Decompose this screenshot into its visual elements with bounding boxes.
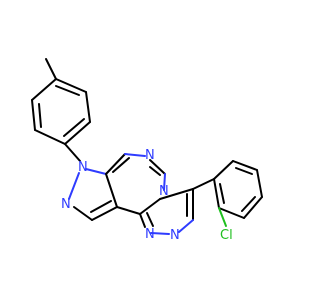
pyrimidine-double-1 — [112, 157, 130, 173]
atom-label-n-triazole-2: N — [170, 228, 180, 243]
chlorophenyl-double-1 — [235, 167, 253, 175]
chlorophenyl-bond-1 — [213, 160, 234, 180]
tolyl-bond-5 — [85, 91, 91, 123]
bond-layer — [31, 58, 263, 235]
chlorophenyl-bond-4 — [243, 196, 263, 219]
triazole-bond-4 — [150, 232, 170, 235]
methyl-bond — [45, 58, 57, 80]
pyrimidine-bond-4 — [163, 173, 166, 191]
pyrimidine-bond-1 — [105, 153, 126, 175]
pyrazole-bond-c-c — [91, 206, 118, 221]
tolyl-bond-3 — [34, 129, 66, 145]
tolyl-double-1 — [38, 103, 42, 128]
pyrazole-double — [90, 200, 112, 213]
tolyl-bond-1 — [31, 78, 57, 101]
chlorophenyl-bond-3 — [256, 169, 263, 198]
chlorine-bond — [218, 207, 227, 227]
triazole-double-2 — [146, 212, 154, 227]
pyrazole-bond-c-n1 — [85, 168, 107, 175]
triazole-bond-5 — [139, 213, 146, 228]
atom-label-n-bridge: N — [159, 184, 169, 199]
pyrimidine-double-2 — [149, 166, 161, 176]
triazole-bond-3 — [178, 219, 194, 233]
triazole-to-aryl-bond — [192, 178, 215, 190]
atom-label-layer: N N N N N N Cl — [61, 148, 233, 243]
atom-label-n-pyrazole-1: N — [78, 160, 88, 175]
chlorophenyl-double-3 — [219, 183, 225, 204]
pyrimidine-bond-5 — [139, 198, 161, 215]
pyrazole-bond-n2-c — [73, 206, 93, 221]
triazole-bond-1 — [159, 188, 194, 200]
tolyl-bond-4 — [64, 121, 91, 145]
tolyl-double-3 — [55, 85, 80, 96]
molecule-structure-diagram: N N N N N N Cl — [31, 58, 263, 243]
atom-label-n-triazole-1: N — [145, 227, 155, 242]
atom-label-n-pyrimidine: N — [145, 148, 155, 163]
pyrimidine-bond-2 — [124, 153, 146, 157]
chlorophenyl-bond-6 — [213, 178, 220, 209]
atom-label-chlorine: Cl — [220, 228, 233, 243]
tolyl-bond-6 — [55, 78, 87, 93]
molecule-svg: N N N N N N Cl — [31, 58, 263, 243]
pyrimidine-bond-6 — [116, 206, 141, 215]
pyrazole-bond-n1-n2 — [68, 172, 80, 200]
chlorophenyl-bond-2 — [232, 160, 258, 171]
pyrazole-bond-cbridge — [105, 173, 118, 208]
tolyl-to-pyrazole-bond — [64, 143, 81, 162]
tolyl-double-2 — [63, 118, 85, 137]
atom-label-n-pyrazole-2: N — [61, 197, 71, 212]
chlorophenyl-bond-5 — [218, 207, 245, 219]
tolyl-bond-2 — [31, 99, 36, 131]
pyrimidine-bond-3 — [149, 159, 166, 175]
chlorophenyl-double-2 — [241, 196, 256, 212]
